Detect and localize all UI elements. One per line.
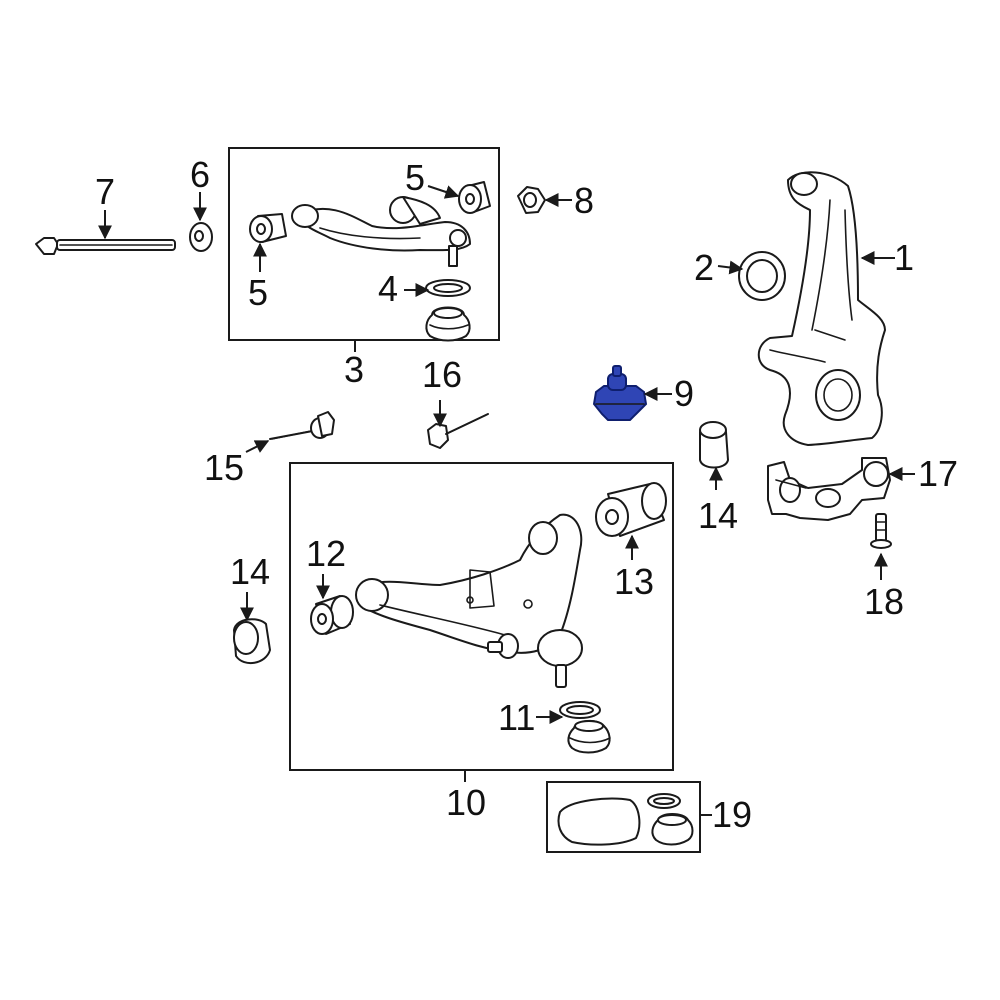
callout-18: 18 [864,581,904,622]
ball-joint-9-tip [612,365,622,377]
callout-6: 6 [190,154,210,195]
callout-1: 1 [894,237,914,278]
ball-joint-9[interactable] [592,365,648,421]
bushing-13[interactable] [595,482,667,537]
callout-5-upper: 5 [405,157,425,198]
bracket-17[interactable] [767,457,891,521]
nut-8[interactable] [517,186,546,214]
steering-knuckle-1[interactable] [757,171,886,446]
callout-13: 13 [614,561,654,602]
dust-boot-4[interactable] [425,306,471,342]
bolt-18[interactable] [870,513,892,549]
callout-14-left: 14 [230,551,270,592]
callout-11: 11 [498,697,535,738]
ball-joint-9-body [592,385,648,421]
upper-arm-group-box [228,147,500,341]
callout-7: 7 [95,171,115,212]
ring-19[interactable] [647,793,681,809]
bushing-5-left[interactable] [249,213,287,243]
callout-17: 17 [918,453,958,494]
callout-9: 9 [674,373,694,414]
bolt-7[interactable] [35,237,176,255]
callout-14-right: 14 [698,495,738,536]
washer-6[interactable] [189,222,213,252]
cam-14-right[interactable] [699,421,729,469]
bushing-5-right[interactable] [458,181,491,214]
callout-16: 16 [422,354,462,395]
bolt-16[interactable] [427,413,489,449]
callout-4: 4 [378,268,398,309]
snap-ring-4[interactable] [425,279,471,297]
cam-14-left[interactable] [233,618,271,665]
dust-boot-11[interactable] [567,720,611,754]
callout-2: 2 [694,247,714,288]
callout-15: 15 [204,447,244,488]
bushing-12[interactable] [310,595,354,635]
callout-19: 19 [712,794,752,835]
seal-2[interactable] [738,251,786,301]
callout-5-lower: 5 [248,272,268,313]
callout-8: 8 [574,180,594,221]
boot-19[interactable] [651,813,694,846]
ball-joint-kit-box [546,781,701,853]
upper-control-arm-3[interactable] [291,196,471,267]
lower-control-arm-10[interactable] [355,513,583,688]
callout-12: 12 [306,533,346,574]
lower-arm-group-box [289,462,674,771]
callout-3: 3 [344,349,364,390]
grease-pack-19[interactable] [557,797,641,846]
bolt-15[interactable] [269,411,335,440]
snap-ring-11[interactable] [559,701,601,719]
callout-10: 10 [446,782,486,823]
